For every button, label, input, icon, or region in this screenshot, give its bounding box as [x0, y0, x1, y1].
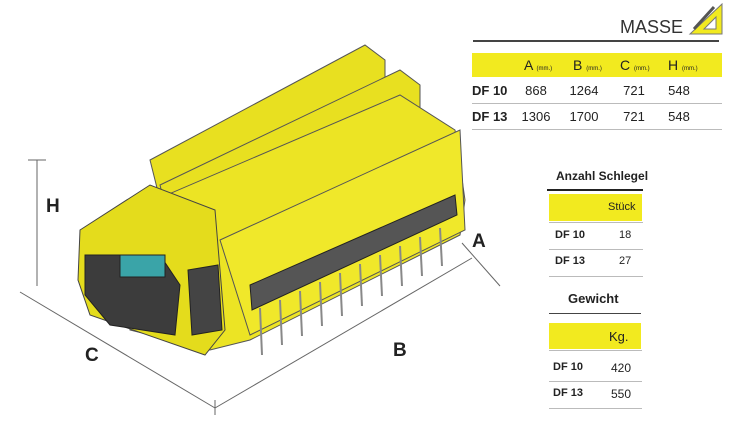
- gewicht-row-model: DF 13: [553, 387, 583, 399]
- set-square-pencil-icon: [688, 3, 723, 35]
- dimension-a-label: A: [472, 231, 486, 252]
- dimension-h-label: H: [46, 196, 60, 217]
- dimension-b-label: B: [393, 340, 407, 361]
- masse-row-model: DF 13: [472, 109, 508, 124]
- masse-cell: 868: [525, 83, 547, 98]
- masse-cell: 1700: [569, 109, 599, 124]
- masse-title: MASSE: [620, 17, 684, 37]
- masse-header-b: B (mm.): [573, 57, 602, 73]
- gewicht-row-model: DF 10: [553, 361, 583, 373]
- gewicht-row-value: 550: [611, 387, 632, 401]
- masse-cell: 548: [668, 83, 690, 98]
- masse-header-h: H (mm.): [668, 57, 698, 73]
- masse-cell: 721: [623, 109, 645, 124]
- schlegel-row-value: 27: [619, 255, 632, 267]
- masse-divider: [473, 40, 719, 42]
- schlegel-row-value: 18: [619, 229, 632, 241]
- gewicht-title: Gewicht: [568, 291, 619, 306]
- masse-cell: 548: [668, 109, 690, 124]
- schlegel-unit: Stück: [608, 201, 636, 213]
- masse-row-model: DF 10: [472, 83, 508, 98]
- schlegel-title: Anzahl Schlegel: [556, 169, 649, 183]
- masse-cell: 1264: [569, 83, 599, 98]
- masse-cell: 1306: [521, 109, 551, 124]
- schlegel-row-model: DF 10: [555, 229, 585, 241]
- masse-header-row: [472, 53, 722, 77]
- gewicht-row-value: 420: [611, 361, 632, 375]
- flails: [259, 227, 443, 356]
- gewicht-unit: Kg.: [609, 329, 629, 344]
- masse-cell: 721: [623, 83, 645, 98]
- dimension-c-label: C: [85, 345, 99, 366]
- dimension-lines: [19, 159, 501, 415]
- schlegel-row-model: DF 13: [555, 255, 585, 267]
- masse-header-c: C (mm.): [620, 57, 650, 73]
- masse-header-a: A (mm.): [524, 57, 553, 73]
